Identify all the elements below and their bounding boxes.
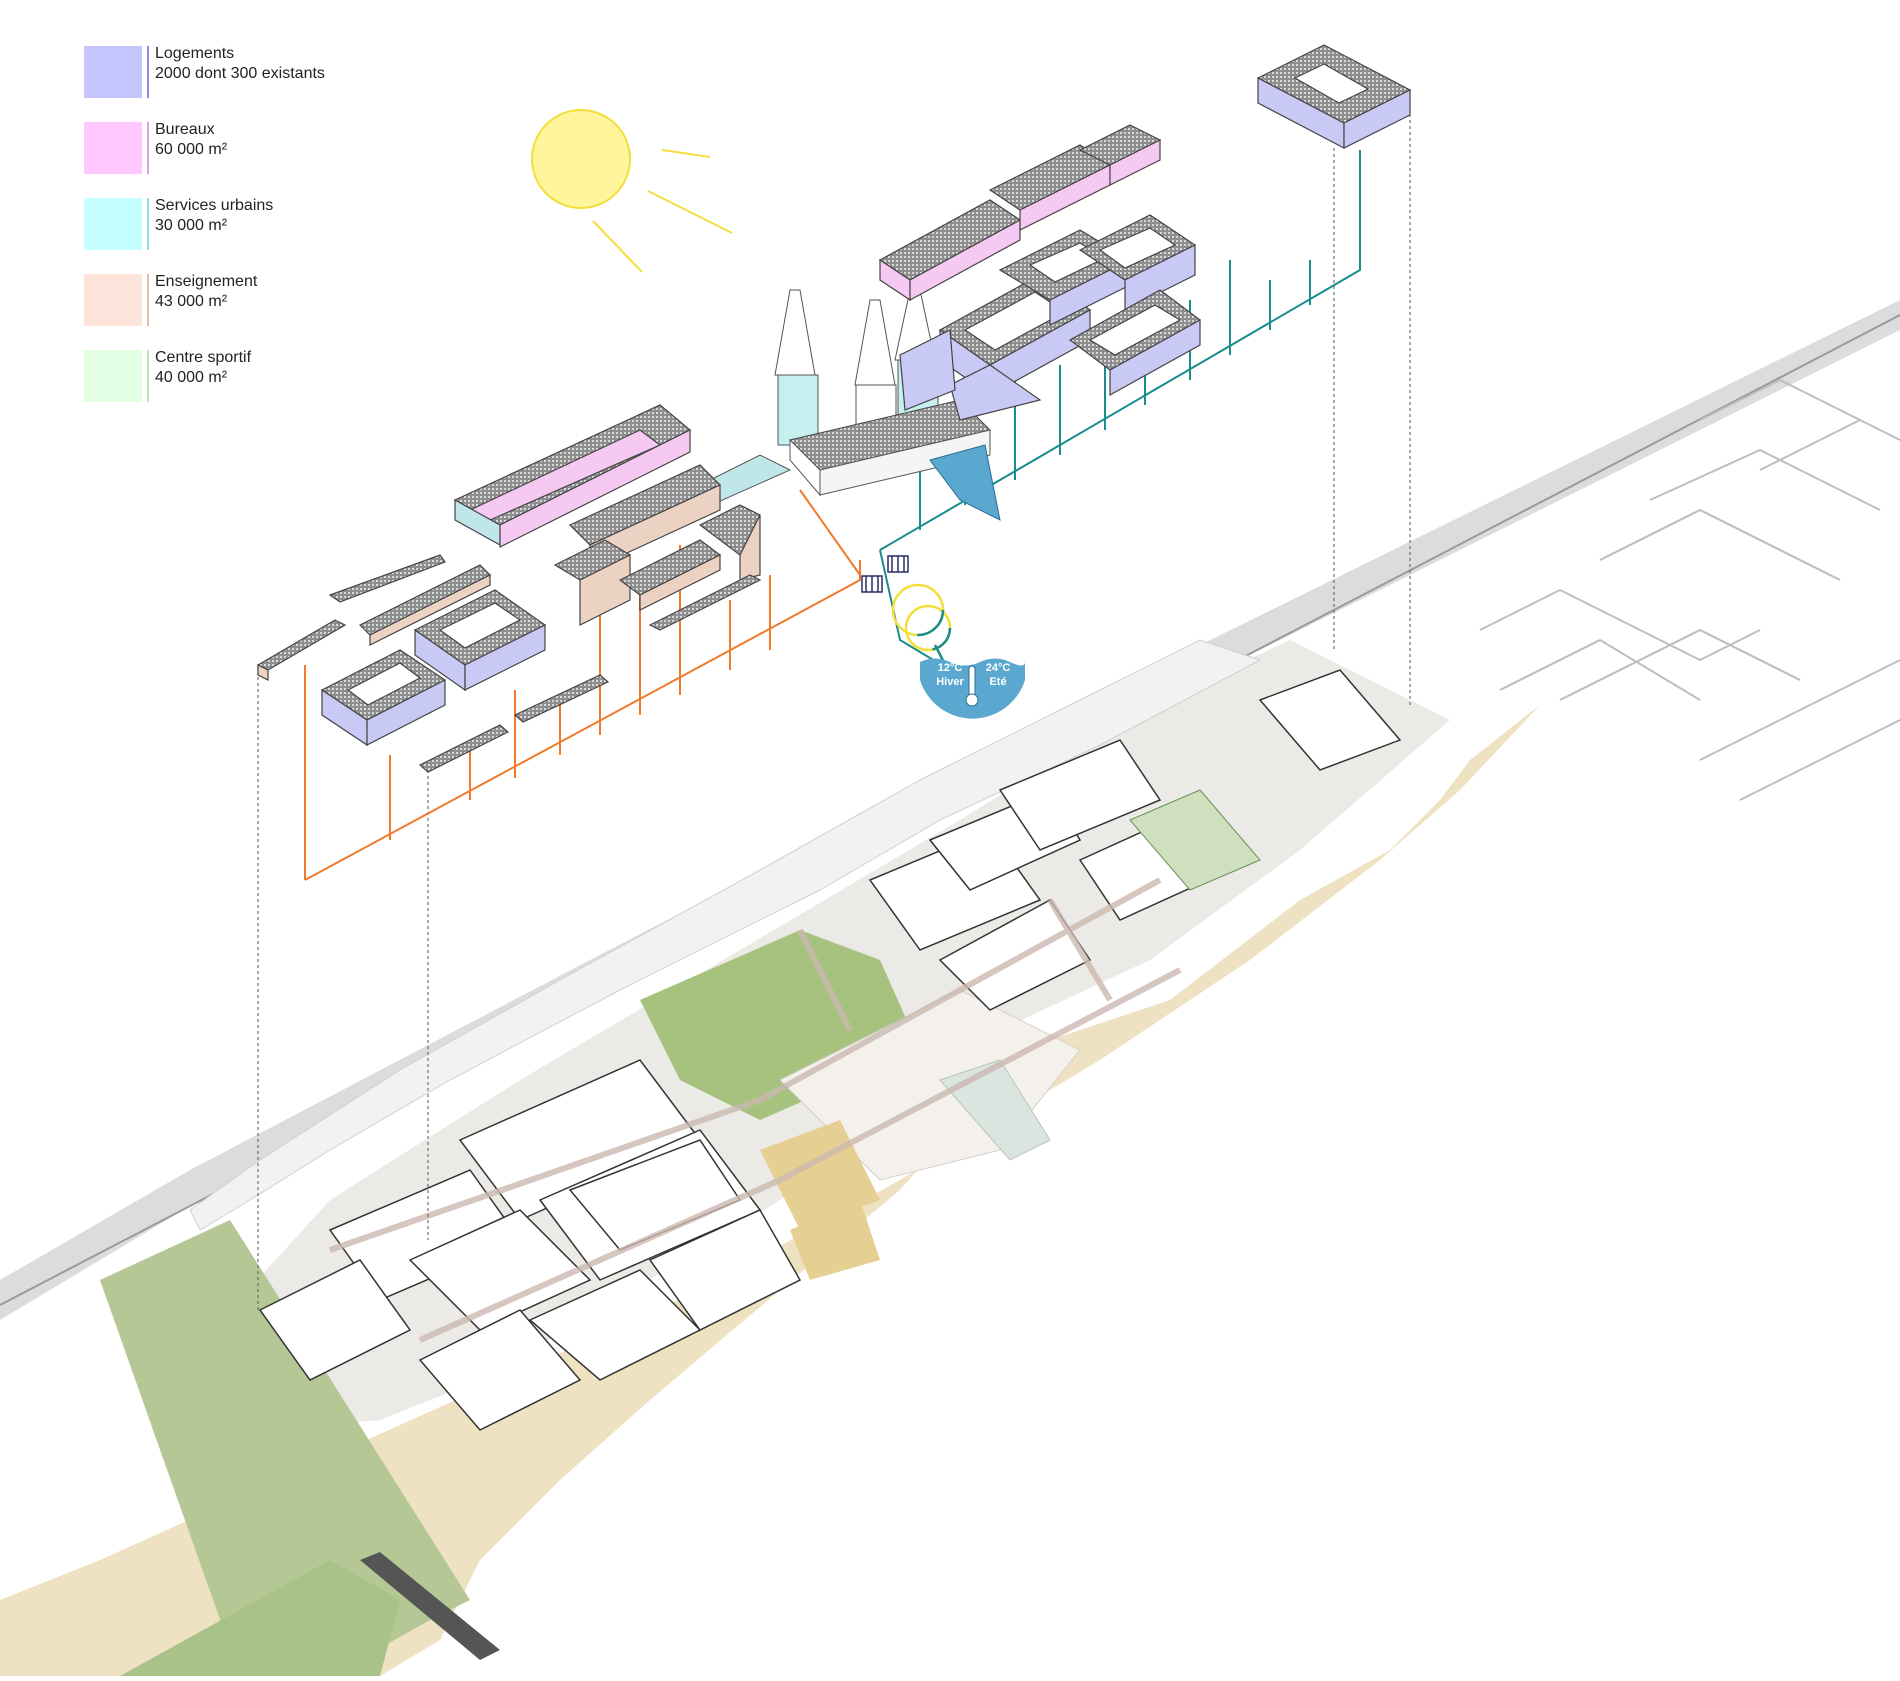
thermometer-icon bbox=[968, 665, 976, 697]
summer-temp: 24°C bbox=[985, 662, 1011, 674]
legend-item-centre-sportif: Centre sportif 40 000 m² bbox=[84, 348, 404, 424]
legend-label: Bureaux bbox=[155, 121, 215, 138]
legend-swatch bbox=[84, 46, 142, 98]
legend-item-services-urbains: Services urbains 30 000 m² bbox=[84, 196, 404, 272]
port-outline bbox=[1479, 378, 1900, 801]
legend-item-logements: Logements 2000 dont 300 existants bbox=[84, 44, 404, 120]
legend-label: Enseignement bbox=[155, 273, 258, 290]
legend-rule bbox=[147, 46, 149, 98]
legend-item-bureaux: Bureaux 60 000 m² bbox=[84, 120, 404, 196]
legend-value: 60 000 m² bbox=[155, 141, 228, 158]
energy-exchange-rings bbox=[891, 583, 952, 671]
legend-swatch bbox=[84, 198, 142, 250]
legend-value: 2000 dont 300 existants bbox=[155, 65, 325, 82]
legend-label: Logements bbox=[155, 45, 235, 62]
east-buildings bbox=[878, 44, 1412, 421]
legend: Logements 2000 dont 300 existants Bureau… bbox=[84, 44, 404, 424]
plan-roads bbox=[329, 877, 1182, 1343]
legend-rule bbox=[147, 122, 149, 174]
ground-plan bbox=[0, 300, 1900, 1676]
sun-icon bbox=[531, 109, 733, 273]
sea-water-badge bbox=[920, 658, 1025, 719]
legend-swatch bbox=[84, 350, 142, 402]
west-buildings bbox=[256, 404, 762, 773]
legend-rule bbox=[147, 350, 149, 402]
green-park-south bbox=[120, 1560, 400, 1676]
heat-exchanger-icon bbox=[861, 555, 909, 593]
sand-square-1 bbox=[760, 1120, 880, 1230]
beach bbox=[0, 705, 1540, 1676]
heating-network-orange bbox=[304, 489, 861, 881]
legend-rule bbox=[147, 198, 149, 250]
projection-lines bbox=[257, 90, 1411, 1310]
legend-swatch bbox=[84, 274, 142, 326]
green-courtyard bbox=[1129, 789, 1261, 891]
legend-value: 40 000 m² bbox=[155, 369, 228, 386]
power-station bbox=[658, 289, 1001, 521]
winter-temp: 12°C bbox=[937, 662, 963, 674]
legend-label: Services urbains bbox=[155, 197, 274, 214]
sand-square-2 bbox=[790, 1200, 880, 1280]
railway-corridor bbox=[0, 300, 1900, 1320]
legend-rule bbox=[147, 274, 149, 326]
legend-item-enseignement: Enseignement 43 000 m² bbox=[84, 272, 404, 348]
winter-label: Hiver bbox=[936, 676, 964, 688]
legend-swatch bbox=[84, 122, 142, 174]
legend-label: Centre sportif bbox=[155, 349, 252, 366]
summer-label: Eté bbox=[989, 676, 1007, 688]
legend-value: 43 000 m² bbox=[155, 293, 228, 310]
pier bbox=[939, 1059, 1051, 1161]
jetty bbox=[360, 1552, 500, 1660]
north-buildings bbox=[189, 639, 1262, 1231]
legend-value: 30 000 m² bbox=[155, 217, 228, 234]
